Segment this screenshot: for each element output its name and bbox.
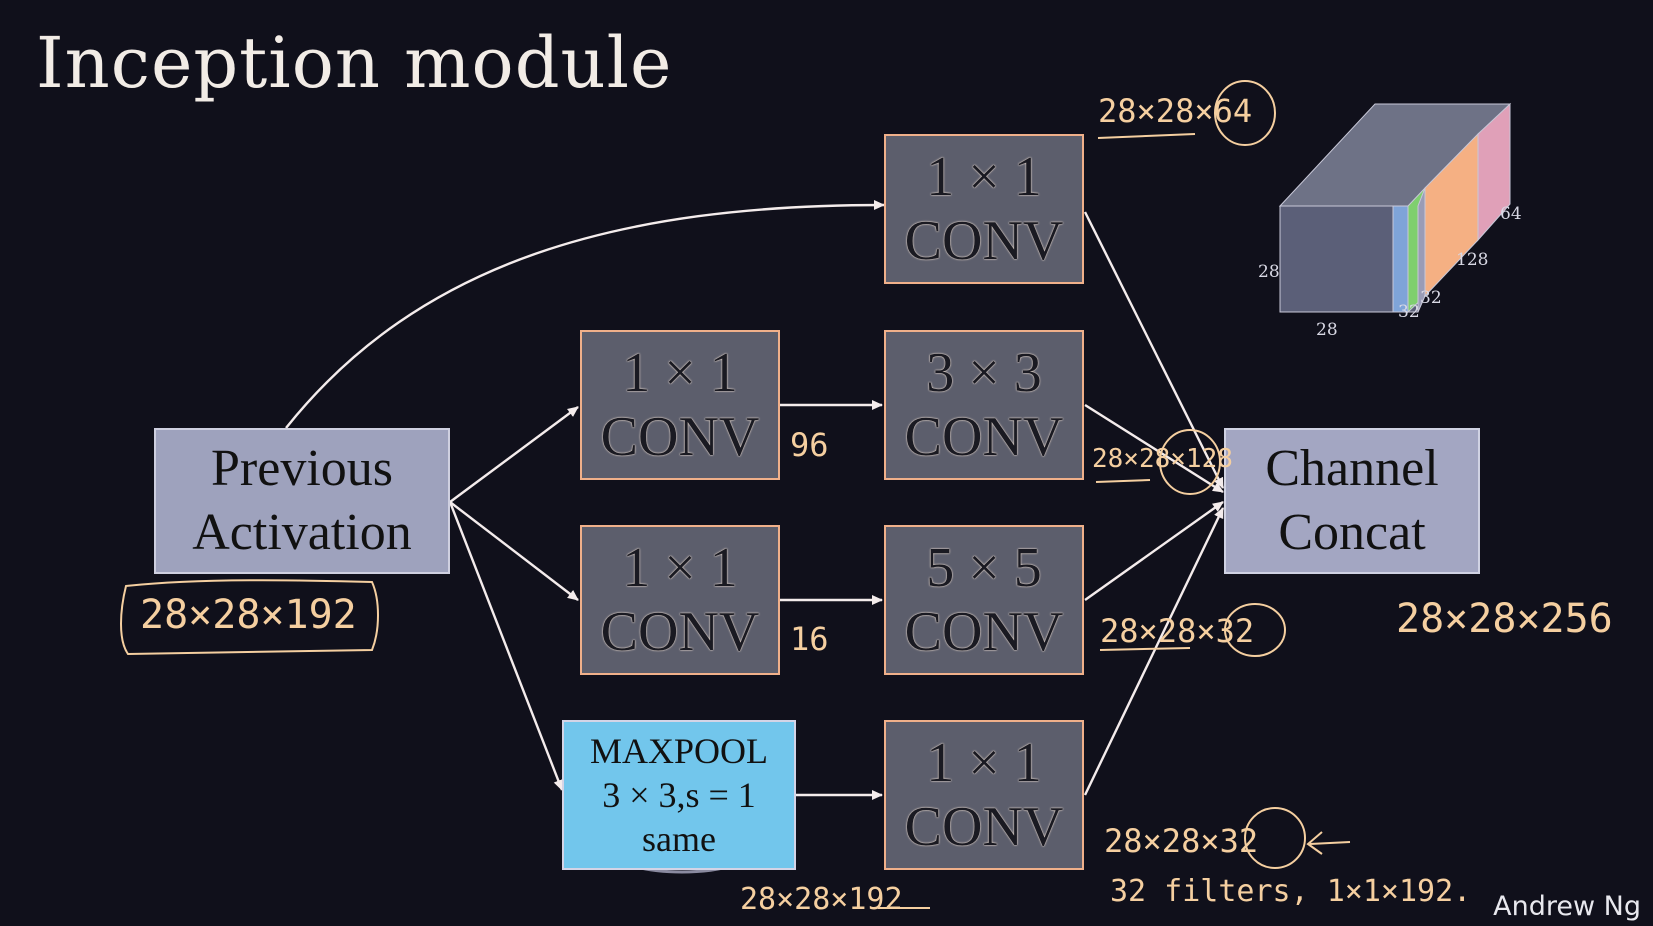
conv-3x3-line1: 3 × 3 bbox=[926, 342, 1042, 404]
volume-side-gray bbox=[1417, 187, 1426, 313]
conv5-output-annotation: 28×28×32 bbox=[1100, 612, 1255, 650]
circle-128 bbox=[1159, 429, 1221, 495]
conv-1x1-mid-line1: 1 × 1 bbox=[622, 342, 738, 404]
underline-conv5-output bbox=[1099, 647, 1191, 651]
arrow-prev-to-top-conv bbox=[285, 200, 885, 429]
arrow-prev-to-mid-conv bbox=[449, 406, 579, 503]
cube-label-32b: 32 bbox=[1420, 288, 1442, 308]
maxpool-block: MAXPOOL 3 × 3,s = 1 same bbox=[562, 720, 796, 870]
conv-1x1-mid-line2: CONV bbox=[600, 406, 760, 468]
maxpool-line3: same bbox=[642, 819, 716, 859]
arrow-conv5-to-concat bbox=[1084, 501, 1224, 601]
conv3-output-annotation: 28×28×128 bbox=[1092, 444, 1233, 474]
volume-slice-blue bbox=[1392, 205, 1409, 313]
conv-1x1-low-block: 1 × 1 CONV bbox=[580, 525, 780, 675]
channels-16-annotation: 16 bbox=[790, 620, 829, 658]
previous-activation-block: Previous Activation bbox=[154, 428, 450, 574]
circle-64 bbox=[1214, 80, 1276, 146]
circle-32-bottom bbox=[1244, 807, 1306, 869]
arrow-bottom-to-concat bbox=[1083, 507, 1225, 796]
conv-5x5-block: 5 × 5 CONV bbox=[884, 525, 1084, 675]
arrow-top-to-concat bbox=[1083, 211, 1225, 489]
maxpool-line2: 3 × 3,s = 1 bbox=[602, 775, 756, 815]
cube-label-width: 28 bbox=[1316, 320, 1338, 340]
arrow-prev-to-maxpool bbox=[448, 501, 564, 791]
maxpool-line1: MAXPOOL bbox=[589, 731, 768, 771]
concat-output-annotation: 28×28×256 bbox=[1396, 596, 1613, 642]
input-shape-box bbox=[120, 579, 379, 656]
arrow-prev-to-low-conv bbox=[449, 501, 579, 601]
conv-1x1-bottom-block: 1 × 1 CONV bbox=[884, 720, 1084, 870]
concat-volume bbox=[1278, 102, 1512, 314]
slide-title: Inception module bbox=[36, 22, 673, 104]
pool-conv-note-annotation: 32 filters, 1×1×192. bbox=[1110, 874, 1472, 909]
input-shape-annotation: 28×28×192 bbox=[140, 592, 357, 638]
conv-5x5-line1: 5 × 5 bbox=[926, 537, 1042, 599]
underline-conv3-output bbox=[1095, 479, 1151, 483]
arrow-note bbox=[1306, 831, 1351, 855]
circle-32-mid bbox=[1224, 603, 1286, 657]
conv-1x1-low-line2: CONV bbox=[600, 601, 760, 663]
conv-1x1-top-line2: CONV bbox=[904, 210, 1064, 272]
previous-activation-line2: Activation bbox=[192, 504, 412, 561]
pool-output-annotation: 28×28×192 bbox=[740, 882, 903, 917]
conv-1x1-top-block: 1 × 1 CONV bbox=[884, 134, 1084, 284]
underline-top-output bbox=[1097, 133, 1196, 139]
channels-96-annotation: 96 bbox=[790, 426, 829, 464]
cube-label-64: 64 bbox=[1500, 204, 1522, 224]
arrow-conv3-to-concat bbox=[1084, 403, 1224, 494]
author-credit: Andrew Ng bbox=[1493, 891, 1641, 922]
cube-label-128: 128 bbox=[1456, 250, 1489, 270]
volume-slice-pink bbox=[1477, 102, 1511, 242]
conv-1x1-mid-block: 1 × 1 CONV bbox=[580, 330, 780, 480]
conv-1x1-bottom-line1: 1 × 1 bbox=[926, 732, 1042, 794]
pool-conv-output-annotation: 28×28×32 bbox=[1104, 822, 1259, 860]
cube-label-32a: 32 bbox=[1398, 302, 1420, 322]
channel-concat-line2: Concat bbox=[1278, 504, 1426, 561]
cube-label-height: 28 bbox=[1258, 262, 1280, 282]
top-output-annotation: 28×28×64 bbox=[1098, 92, 1253, 130]
handwriting-strokes bbox=[120, 80, 1351, 909]
channel-concat-block: Channel Concat bbox=[1224, 428, 1480, 574]
previous-activation-line1: Previous bbox=[211, 440, 393, 497]
conv-1x1-bottom-line2: CONV bbox=[904, 796, 1064, 858]
conv-1x1-low-line1: 1 × 1 bbox=[622, 537, 738, 599]
conv-3x3-block: 3 × 3 CONV bbox=[884, 330, 1084, 480]
conv-3x3-line2: CONV bbox=[904, 406, 1064, 468]
conv-1x1-top-line1: 1 × 1 bbox=[926, 146, 1042, 208]
conv-5x5-line2: CONV bbox=[904, 601, 1064, 663]
channel-concat-line1: Channel bbox=[1265, 440, 1439, 497]
